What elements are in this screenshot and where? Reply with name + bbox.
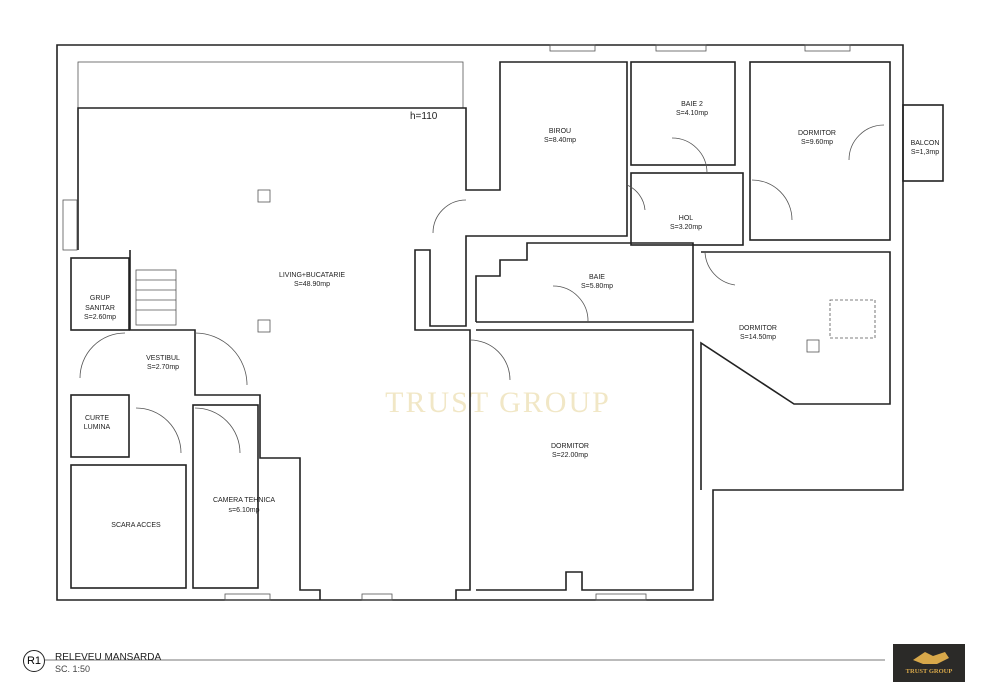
room-name: DORMITOR bbox=[798, 130, 836, 137]
dormitor14-wall bbox=[700, 251, 891, 490]
room-area: S=22.00mp bbox=[552, 452, 588, 459]
living-wall bbox=[77, 61, 628, 600]
windows bbox=[62, 44, 851, 601]
watermark: TRUST GROUP bbox=[385, 386, 611, 419]
room-name: VESTIBUL bbox=[146, 355, 180, 362]
camera-tehnica-wall bbox=[192, 404, 259, 589]
room-area: S=3.20mp bbox=[670, 224, 702, 231]
room-area: S=14.50mp bbox=[740, 334, 776, 341]
room-area: S=9.60mp bbox=[801, 139, 833, 146]
drawing-marker: R1 bbox=[23, 650, 45, 672]
room-area: S=48.90mp bbox=[294, 281, 330, 288]
grup-sanitar-wall bbox=[70, 257, 130, 331]
handshake-icon bbox=[913, 652, 949, 664]
room-name: BIROU bbox=[549, 128, 571, 135]
room-name: BAIE 2 bbox=[681, 101, 703, 108]
room-area: S=1,3mp bbox=[911, 149, 939, 156]
room-name: GRUP bbox=[90, 295, 111, 302]
baie2-wall bbox=[630, 61, 736, 166]
trust-group-logo: TRUST GROUP bbox=[893, 644, 965, 682]
room-name: HOL bbox=[679, 215, 694, 222]
room-name: SANITAR bbox=[85, 305, 115, 312]
room-name: CAMERA TEHNICA bbox=[213, 497, 275, 504]
drawing-scale: SC. 1:50 bbox=[55, 664, 91, 674]
columns bbox=[257, 189, 876, 353]
room-name: DORMITOR bbox=[739, 325, 777, 332]
scara-acces bbox=[70, 464, 187, 589]
curte-lumina bbox=[70, 394, 130, 458]
room-name: CURTE bbox=[85, 415, 109, 422]
room-name: DORMITOR bbox=[551, 443, 589, 450]
logo-text: TRUST GROUP bbox=[905, 668, 953, 675]
dormitor-wall bbox=[749, 61, 891, 241]
room-name: BALCON bbox=[911, 140, 940, 147]
hol-wall bbox=[630, 172, 744, 246]
room-name: SCARA ACCES bbox=[111, 522, 161, 529]
dormitor22-wall bbox=[476, 329, 694, 591]
room-name: BAIE bbox=[589, 274, 605, 281]
room-area: LUMINA bbox=[84, 424, 111, 431]
room-area: S=4.10mp bbox=[676, 110, 708, 117]
balcony-outline bbox=[902, 104, 944, 182]
room-area: S=5.80mp bbox=[581, 283, 613, 290]
terrace-outline bbox=[77, 61, 464, 109]
living-inner-wall bbox=[129, 250, 321, 600]
door-arcs bbox=[79, 124, 885, 454]
outer-wall bbox=[56, 44, 904, 601]
stairs-icon bbox=[135, 269, 177, 326]
height-note: h=110 bbox=[410, 111, 438, 122]
room-area: s=6.10mp bbox=[229, 507, 260, 514]
room-area: S=2.60mp bbox=[84, 314, 116, 321]
room-name: LIVING+BUCATARIE bbox=[279, 272, 345, 279]
drawing-title: RELEVEU MANSARDA bbox=[55, 652, 162, 663]
room-area: S=2.70mp bbox=[147, 364, 179, 371]
room-area: S=8.40mp bbox=[544, 137, 576, 144]
baie-wall bbox=[475, 242, 694, 323]
